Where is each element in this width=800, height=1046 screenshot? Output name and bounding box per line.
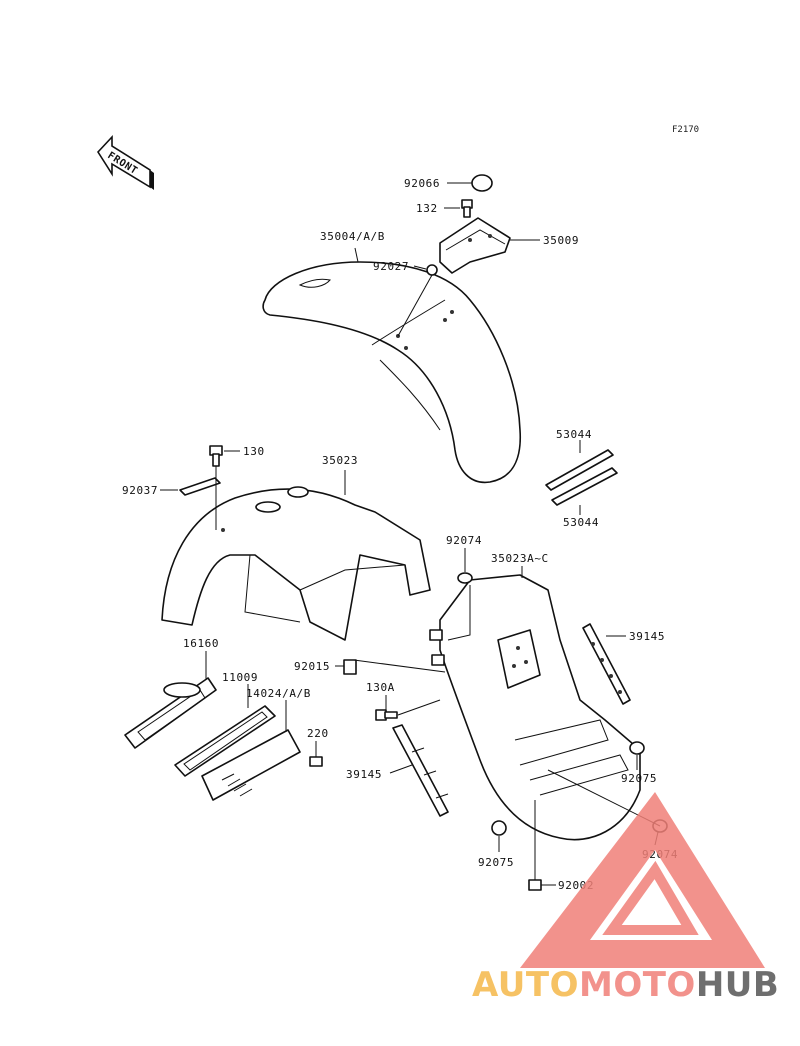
label-220: 220 (307, 727, 329, 740)
watermark-hub: HUB (696, 965, 779, 1005)
label-35009: 35009 (543, 234, 579, 247)
front-arrow-icon: FRONT (96, 134, 154, 190)
lamp-case-16160 (124, 677, 217, 749)
gasket-11009 (174, 705, 276, 777)
protector-53044-bottom (551, 467, 618, 506)
rear-fender-35023a (429, 574, 641, 841)
part-labels: 92066 132 35009 35004/A/B 92027 53044 53… (122, 177, 678, 892)
bolt-132 (461, 199, 473, 218)
watermark-logo: AUTOMOTOHUB (472, 792, 779, 1005)
watermark-auto: AUTO (472, 965, 579, 1005)
label-92066: 92066 (404, 177, 440, 190)
front-fender-35004 (262, 261, 522, 484)
label-14024: 14024/A/B (246, 687, 311, 700)
label-92075-left: 92075 (478, 856, 514, 869)
bolt-130 (209, 445, 223, 467)
bolt-130a (375, 709, 398, 721)
grommet-92075-right (629, 741, 645, 755)
figure-id: F2170 (672, 125, 699, 135)
label-92027: 92027 (373, 260, 409, 273)
label-92015: 92015 (294, 660, 330, 673)
grommet-92074-top (457, 572, 473, 584)
cap-92066 (471, 174, 493, 192)
watermark-text: AUTOMOTOHUB (472, 965, 779, 1005)
label-132: 132 (416, 202, 438, 215)
label-53044-bottom: 53044 (563, 516, 599, 529)
label-130a: 130A (366, 681, 395, 694)
label-11009: 11009 (222, 671, 258, 684)
strip-39145-left (392, 724, 449, 817)
strip-39145-right (582, 623, 631, 705)
label-35023: 35023 (322, 454, 358, 467)
label-39145-right: 39145 (629, 630, 665, 643)
label-92075-right: 92075 (621, 772, 657, 785)
watermark-inner-triangle-icon (602, 860, 699, 935)
label-130: 130 (243, 445, 265, 458)
leader-lines (160, 182, 661, 886)
label-39145-left: 39145 (346, 768, 382, 781)
protector-53044-top (545, 449, 614, 491)
nut-92027 (426, 264, 438, 276)
bolt-92002 (528, 879, 542, 891)
bracket-35009 (439, 217, 511, 274)
screw-220 (309, 756, 323, 767)
label-35023a: 35023A~C (491, 552, 549, 565)
label-53044-top: 53044 (556, 428, 592, 441)
grommet-92075-left (491, 820, 507, 836)
plate-92037 (179, 477, 221, 496)
inner-fender-35023 (161, 486, 431, 641)
label-92074-top: 92074 (446, 534, 482, 547)
lens-14024 (201, 729, 301, 801)
watermark-moto: MOTO (579, 965, 696, 1005)
label-16160: 16160 (183, 637, 219, 650)
watermark-triangle-icon (520, 792, 765, 968)
label-92037: 92037 (122, 484, 158, 497)
label-35004: 35004/A/B (320, 230, 385, 243)
bracket-92015 (343, 659, 357, 675)
